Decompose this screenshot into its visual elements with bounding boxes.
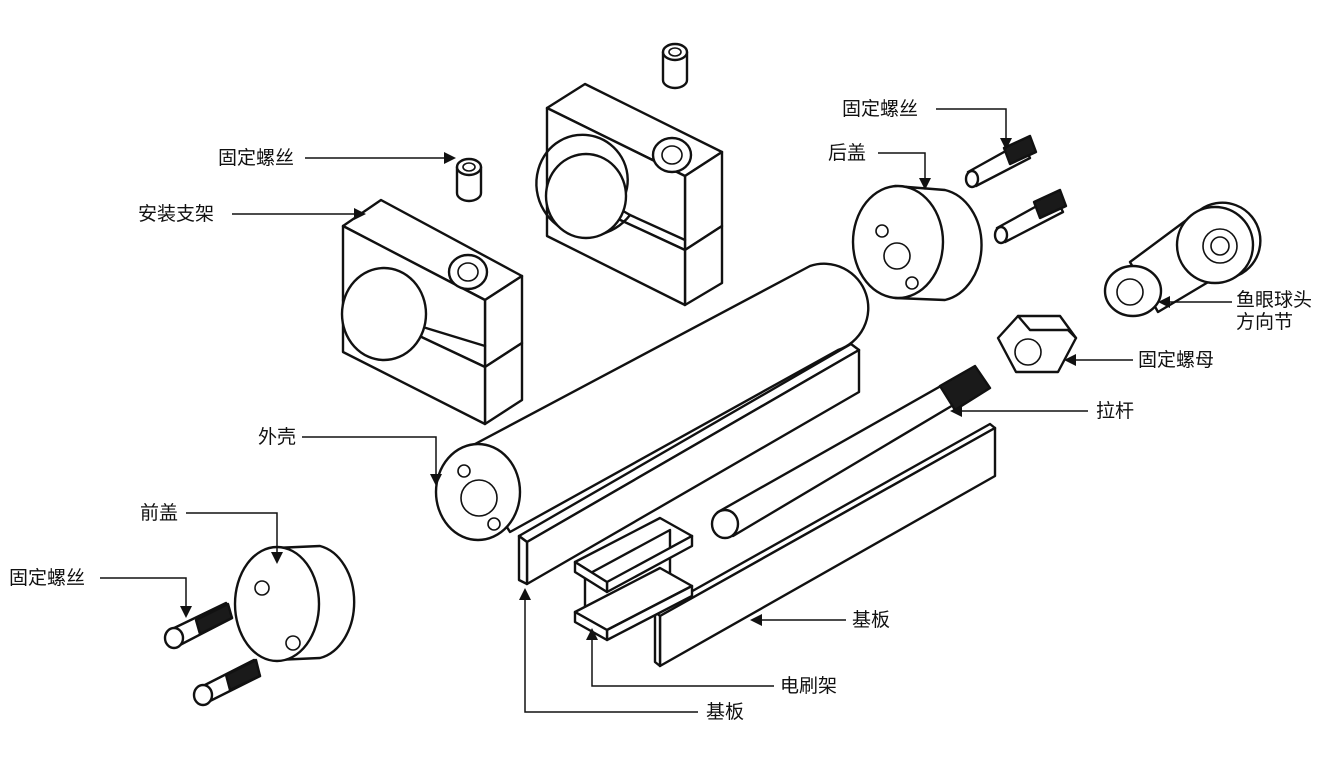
label-mount-bracket: 安装支架: [138, 203, 215, 225]
label-base-plate-left: 基板: [706, 701, 745, 723]
label-screw-rear: 固定螺丝: [842, 98, 919, 120]
label-front-cap: 前盖: [140, 502, 179, 524]
set-screw-bracket-left: [455, 157, 483, 203]
label-screw-front: 固定螺丝: [9, 567, 86, 589]
label-housing: 外壳: [258, 426, 297, 448]
hex-nut: [996, 314, 1078, 374]
front-screws: [163, 601, 262, 707]
label-fixing-nut: 固定螺母: [1138, 349, 1215, 371]
label-rod-eye-line2: 方向节: [1236, 311, 1294, 333]
label-brush-holder: 电刷架: [780, 675, 838, 697]
label-rear-cap: 后盖: [828, 142, 867, 164]
rear-cap: [851, 184, 983, 302]
base-plate-left: [517, 342, 861, 586]
pull-rod: [710, 364, 992, 540]
label-rod-eye-line1: 鱼眼球头: [1236, 289, 1313, 311]
mounting-bracket-rear: [535, 82, 724, 307]
front-cap: [233, 544, 356, 663]
base-plate-right: [653, 422, 997, 668]
label-screw-top-left: 固定螺丝: [218, 147, 295, 169]
leader-lines: [100, 108, 1232, 713]
brush-holder: [573, 516, 694, 642]
label-base-plate-right: 基板: [852, 609, 891, 631]
set-screw-top-center: [661, 42, 689, 90]
rod-end-bearing: [1103, 201, 1262, 318]
mounting-bracket-front: [340, 198, 524, 426]
label-pull-rod: 拉杆: [1096, 400, 1135, 422]
rear-screws: [964, 134, 1068, 245]
